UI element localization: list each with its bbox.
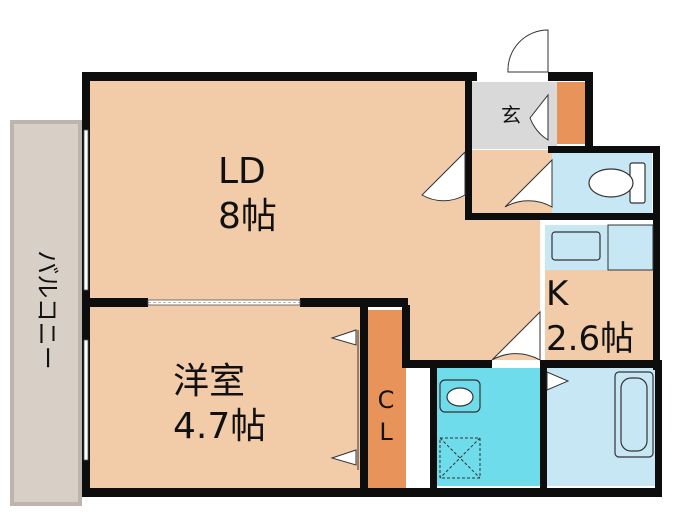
toilet-icon [588,162,646,204]
washbasin-icon [439,379,481,413]
closet-floor [366,310,406,490]
kitchen-size: 2.6帖 [546,319,634,359]
ld-name: LD [218,151,266,192]
kitchen-sink-icon [551,224,654,271]
kitchen-name: K [546,274,570,314]
floor-areas [88,80,655,490]
windows [83,129,301,461]
toilet-door [504,158,553,208]
doors [421,29,553,361]
closet-name-2: L [379,418,393,446]
washroom-door [491,310,541,361]
entrance-door [421,150,466,202]
western-room-floor [88,305,366,490]
bathtub-icon [546,371,654,458]
washing-machine-pan-icon [439,437,481,479]
closet-name-1: C [378,386,395,414]
shoebox-door [529,93,549,141]
western-name: 洋室 [173,361,245,402]
western-size: 4.7帖 [173,406,266,447]
balcony-label: バルコニー [33,250,61,370]
ld-size: 8帖 [218,196,277,237]
ld-window [83,129,89,291]
balcony: バルコニー [10,120,82,506]
western-window [83,339,89,461]
front-door [507,29,549,73]
closet-doors [330,329,359,470]
ld-floor [88,80,540,360]
kitchen-side-floor [545,270,653,365]
entrance-name: 玄 [501,103,521,127]
room-labels: LD 8帖 K 2.6帖 洋室 4.7帖 C L 玄 [173,103,634,447]
entrance-shoebox [557,82,585,144]
